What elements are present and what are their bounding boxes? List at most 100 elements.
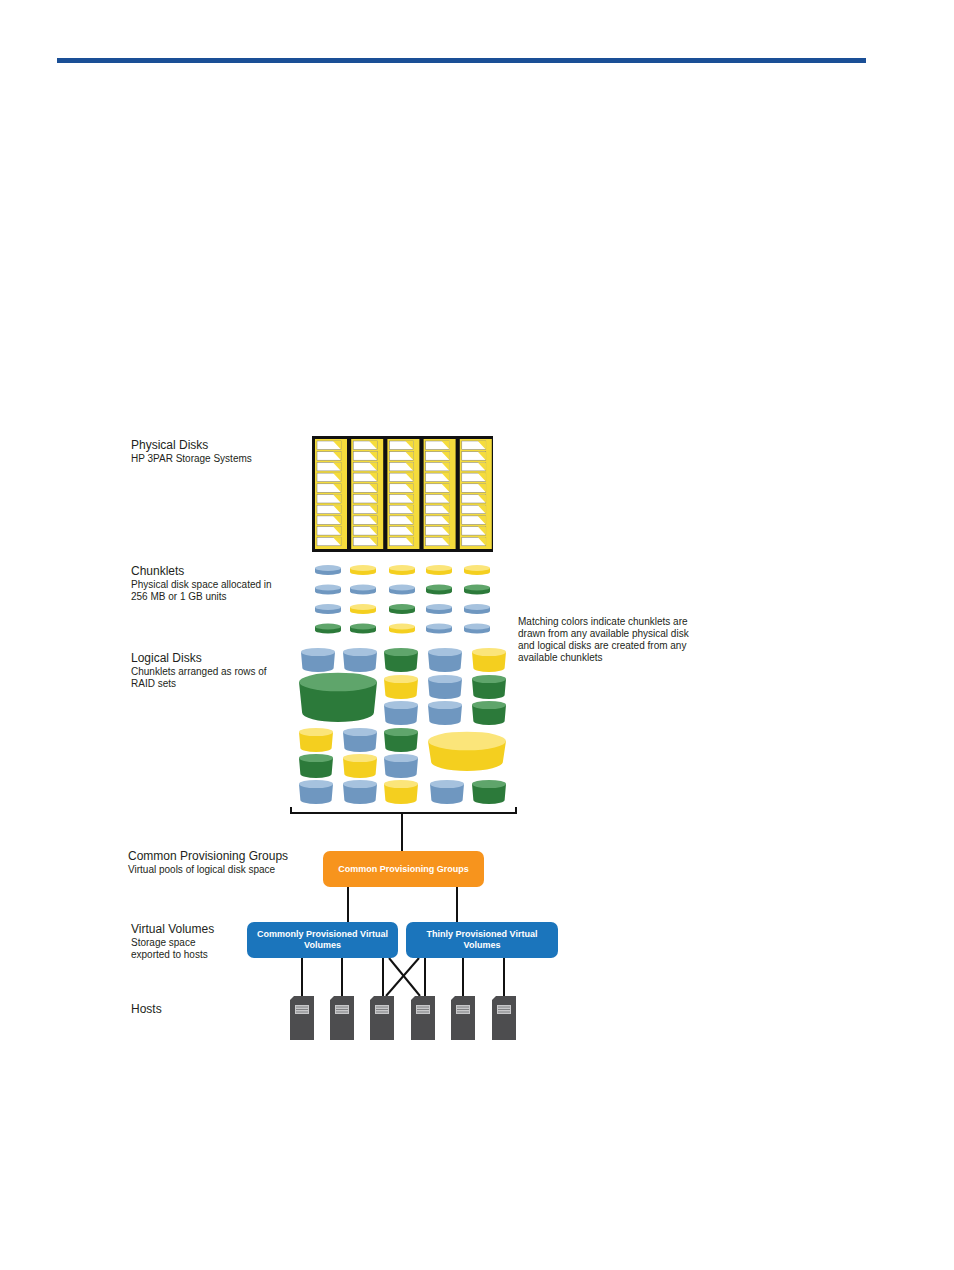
disk-drive	[353, 527, 377, 536]
bracket-stem	[401, 813, 403, 851]
host-wires	[302, 958, 504, 996]
volume-box: Thinly Provisioned Virtual Volumes	[406, 922, 558, 958]
logical-disk-top	[299, 728, 333, 736]
host-server	[330, 996, 354, 1040]
chunklet-top	[426, 565, 452, 571]
chunklet-top	[315, 565, 341, 571]
logical-disk-top	[384, 701, 418, 709]
host-vent	[498, 1007, 510, 1008]
disk-drive	[353, 516, 377, 525]
drive-handle	[478, 505, 486, 514]
drive-handle	[405, 452, 413, 461]
drive-handle	[478, 473, 486, 482]
chunklet-top	[464, 585, 490, 591]
disk-drive	[317, 527, 341, 536]
layer-label: Hosts	[131, 1002, 251, 1016]
drive-handle	[478, 452, 486, 461]
logical-disk-top	[299, 673, 377, 692]
host-server	[290, 996, 314, 1040]
drive-handle	[478, 527, 486, 536]
disk-drive	[353, 462, 377, 471]
disk-drive	[317, 441, 341, 450]
disk-drive	[317, 495, 341, 504]
layer-label: Common Provisioning Groups	[128, 849, 348, 863]
layer-label: Physical Disks	[131, 438, 331, 452]
bracket-line	[291, 807, 516, 813]
disk-drive	[462, 516, 486, 525]
drive-handle	[405, 516, 413, 525]
disk-drive	[462, 537, 486, 546]
drive-handle	[369, 527, 377, 536]
drive-handle	[405, 441, 413, 450]
layer-label: Physical disk space allocated in 256 MB …	[131, 579, 281, 603]
drive-handle	[369, 516, 377, 525]
disk-drive	[426, 516, 450, 525]
physical-disks	[315, 439, 492, 549]
layer-label: Chunklets	[131, 564, 331, 578]
drive-handle	[369, 462, 377, 471]
disk-drive	[389, 462, 413, 471]
drive-handle	[369, 495, 377, 504]
disk-drive	[426, 452, 450, 461]
chunklet-top	[389, 624, 415, 630]
drive-handle	[333, 527, 341, 536]
host-vent	[296, 1007, 308, 1008]
drive-handle	[442, 441, 450, 450]
disk-drive	[317, 473, 341, 482]
disk-drive	[353, 484, 377, 493]
disk-drive	[426, 495, 450, 504]
disk-drive	[462, 505, 486, 514]
disk-drive	[317, 452, 341, 461]
disk-drive	[317, 505, 341, 514]
drive-handle	[442, 505, 450, 514]
drive-handle	[405, 473, 413, 482]
host-wire	[462, 958, 464, 996]
drive-handle	[369, 537, 377, 546]
disk-drive	[353, 537, 377, 546]
disk-drive	[389, 495, 413, 504]
logical-disk-top	[472, 701, 506, 709]
chunklet-top	[350, 604, 376, 610]
chunklets	[315, 565, 490, 634]
drive-handle	[333, 484, 341, 493]
host-server	[370, 996, 394, 1040]
chunklet-top	[315, 585, 341, 591]
chunklet-top	[464, 565, 490, 571]
drive-handle	[442, 452, 450, 461]
layer-label: Storage space exported to hosts	[131, 937, 231, 961]
chunklet-top	[350, 585, 376, 591]
disk-drive	[389, 452, 413, 461]
logical-disk-top	[384, 780, 418, 788]
disk-drive	[462, 495, 486, 504]
chunklet-top	[389, 585, 415, 591]
box-text: Common Provisioning Groups	[338, 864, 469, 875]
logical-disk-top	[343, 648, 377, 656]
chunklet-top	[389, 565, 415, 571]
disk-column	[387, 439, 419, 549]
drive-handle	[405, 484, 413, 493]
host-server	[411, 996, 435, 1040]
logical-disk-top	[428, 732, 506, 751]
disk-drive	[426, 441, 450, 450]
drive-handle	[369, 484, 377, 493]
drive-handle	[442, 473, 450, 482]
host-wire	[341, 958, 343, 996]
disk-column	[315, 439, 347, 549]
logical-disk-top	[343, 728, 377, 736]
disk-drive	[426, 527, 450, 536]
host-wire	[424, 958, 426, 996]
disk-drive	[462, 527, 486, 536]
logical-disk-top	[299, 780, 333, 788]
disk-drive	[353, 495, 377, 504]
host-panel	[295, 1005, 309, 1014]
drive-handle	[478, 516, 486, 525]
chunklet-top	[350, 624, 376, 630]
drive-handle	[333, 505, 341, 514]
host-panel	[456, 1005, 470, 1014]
host-vent	[498, 1012, 510, 1013]
disk-drive	[426, 462, 450, 471]
drive-handle	[333, 441, 341, 450]
host-vent	[498, 1009, 510, 1010]
logical-disk-top	[384, 675, 418, 683]
